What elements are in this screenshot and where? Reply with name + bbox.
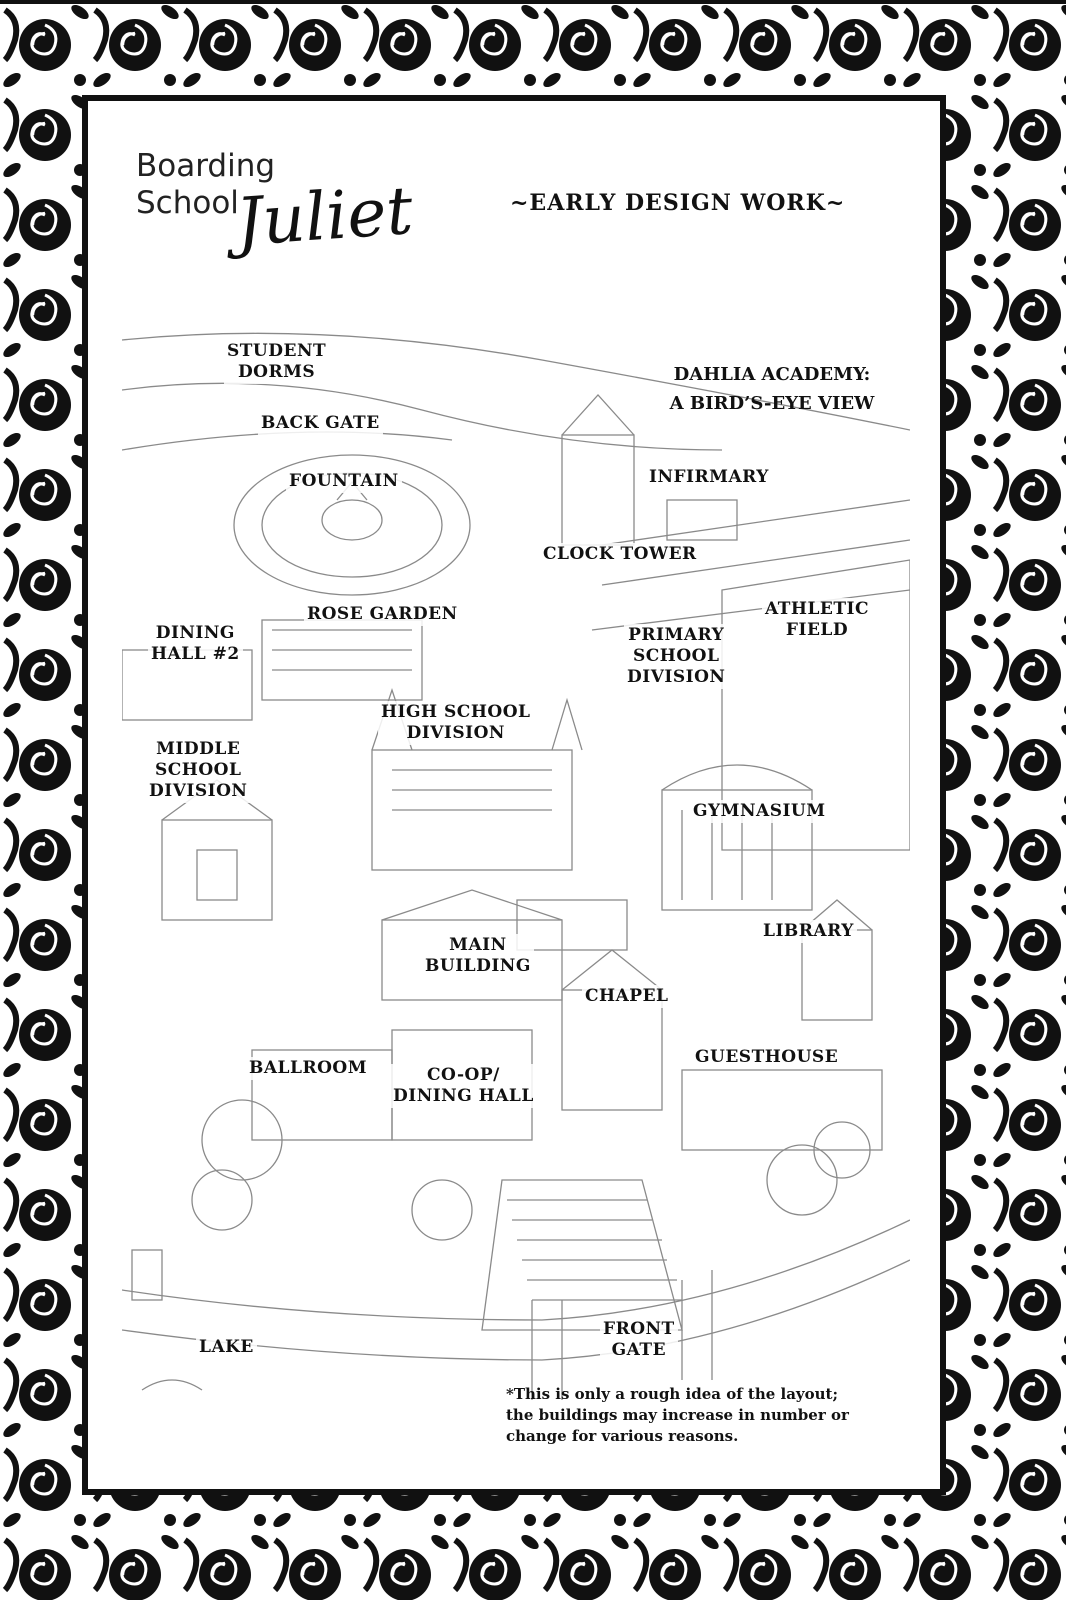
campus-sketch-illustration — [122, 332, 910, 1400]
layout-footnote: *This is only a rough idea of the layout… — [506, 1385, 849, 1445]
label-library: LIBRARY — [760, 920, 857, 943]
label-gymnasium: GYMNASIUM — [690, 800, 829, 823]
label-student-dorms: STUDENT DORMS — [224, 340, 330, 384]
label-dining-hall-2: DINING HALL #2 — [148, 622, 243, 666]
logo-boarding-school: Boarding School — [136, 148, 276, 221]
label-lake: LAKE — [196, 1336, 257, 1359]
early-design-work-heading: ~EARLY DESIGN WORK~ — [510, 190, 846, 216]
label-guesthouse: GUESTHOUSE — [692, 1046, 842, 1069]
label-back-gate: BACK GATE — [258, 412, 383, 435]
label-high-school-division: HIGH SCHOOL DIVISION — [378, 701, 534, 745]
label-coop-dining-hall: CO-OP/ DINING HALL — [390, 1064, 537, 1108]
label-rose-garden: ROSE GARDEN — [304, 603, 461, 626]
label-athletic-field: ATHLETIC FIELD — [762, 598, 873, 642]
label-middle-school-division: MIDDLE SCHOOL DIVISION — [146, 738, 251, 803]
map-title: DAHLIA ACADEMY: A BIRD’S-EYE VIEW — [669, 364, 875, 414]
label-front-gate: FRONT GATE — [600, 1318, 678, 1362]
logo-juliet-script: Juliet — [233, 171, 416, 262]
label-primary-school-division: PRIMARY SCHOOL DIVISION — [624, 624, 729, 689]
label-ballroom: BALLROOM — [246, 1057, 371, 1080]
label-fountain: FOUNTAIN — [286, 470, 402, 493]
label-main-building: MAIN BUILDING — [422, 934, 534, 978]
label-chapel: CHAPEL — [582, 985, 672, 1008]
label-clock-tower: CLOCK TOWER — [540, 543, 700, 566]
label-infirmary: INFIRMARY — [646, 466, 772, 489]
